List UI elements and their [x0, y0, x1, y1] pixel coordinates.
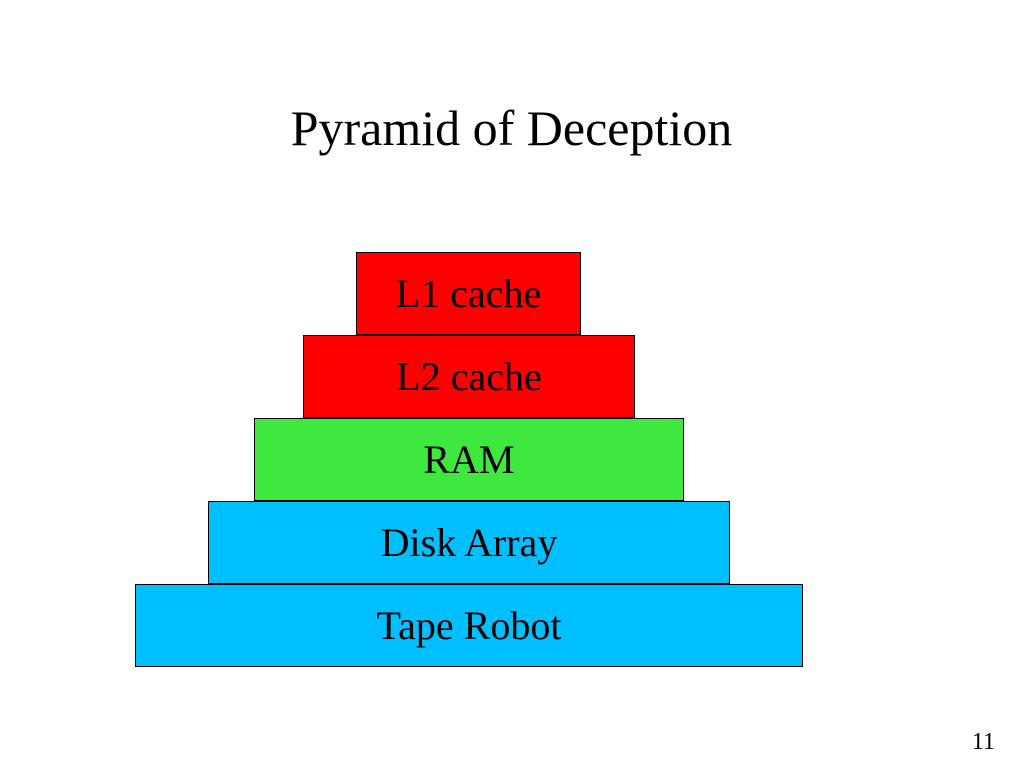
- layer-label: Tape Robot: [376, 602, 562, 648]
- layer-label: Disk Array: [380, 519, 558, 565]
- layer-label: L1 cache: [395, 270, 542, 316]
- page-number: 11: [971, 729, 995, 755]
- pyramid-layer-tape-robot: Tape Robot: [135, 584, 803, 667]
- pyramid-layer-ram: RAM: [254, 418, 684, 501]
- pyramid-layer-disk-array: Disk Array: [208, 501, 730, 584]
- pyramid-layer-l1-cache: L1 cache: [356, 252, 581, 335]
- pyramid-layer-l2-cache: L2 cache: [303, 335, 635, 418]
- slide-title: Pyramid of Deception: [290, 100, 733, 156]
- layer-label: L2 cache: [396, 353, 542, 399]
- layer-label: RAM: [423, 436, 515, 482]
